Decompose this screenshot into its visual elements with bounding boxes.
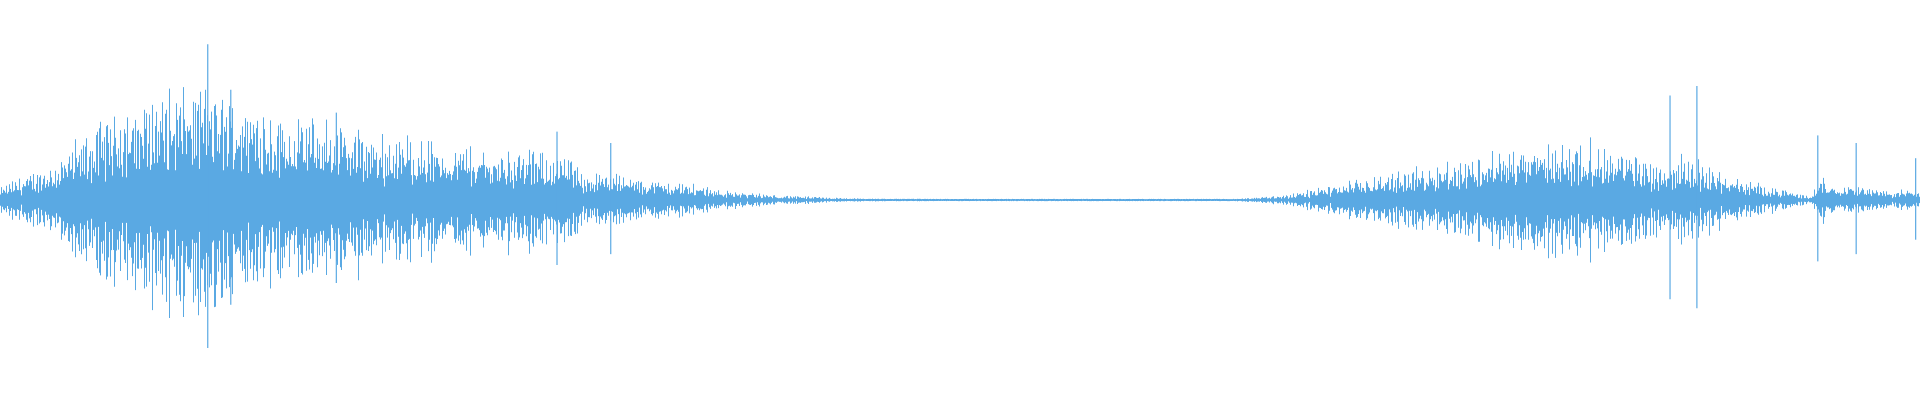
waveform-body <box>0 87 1920 318</box>
